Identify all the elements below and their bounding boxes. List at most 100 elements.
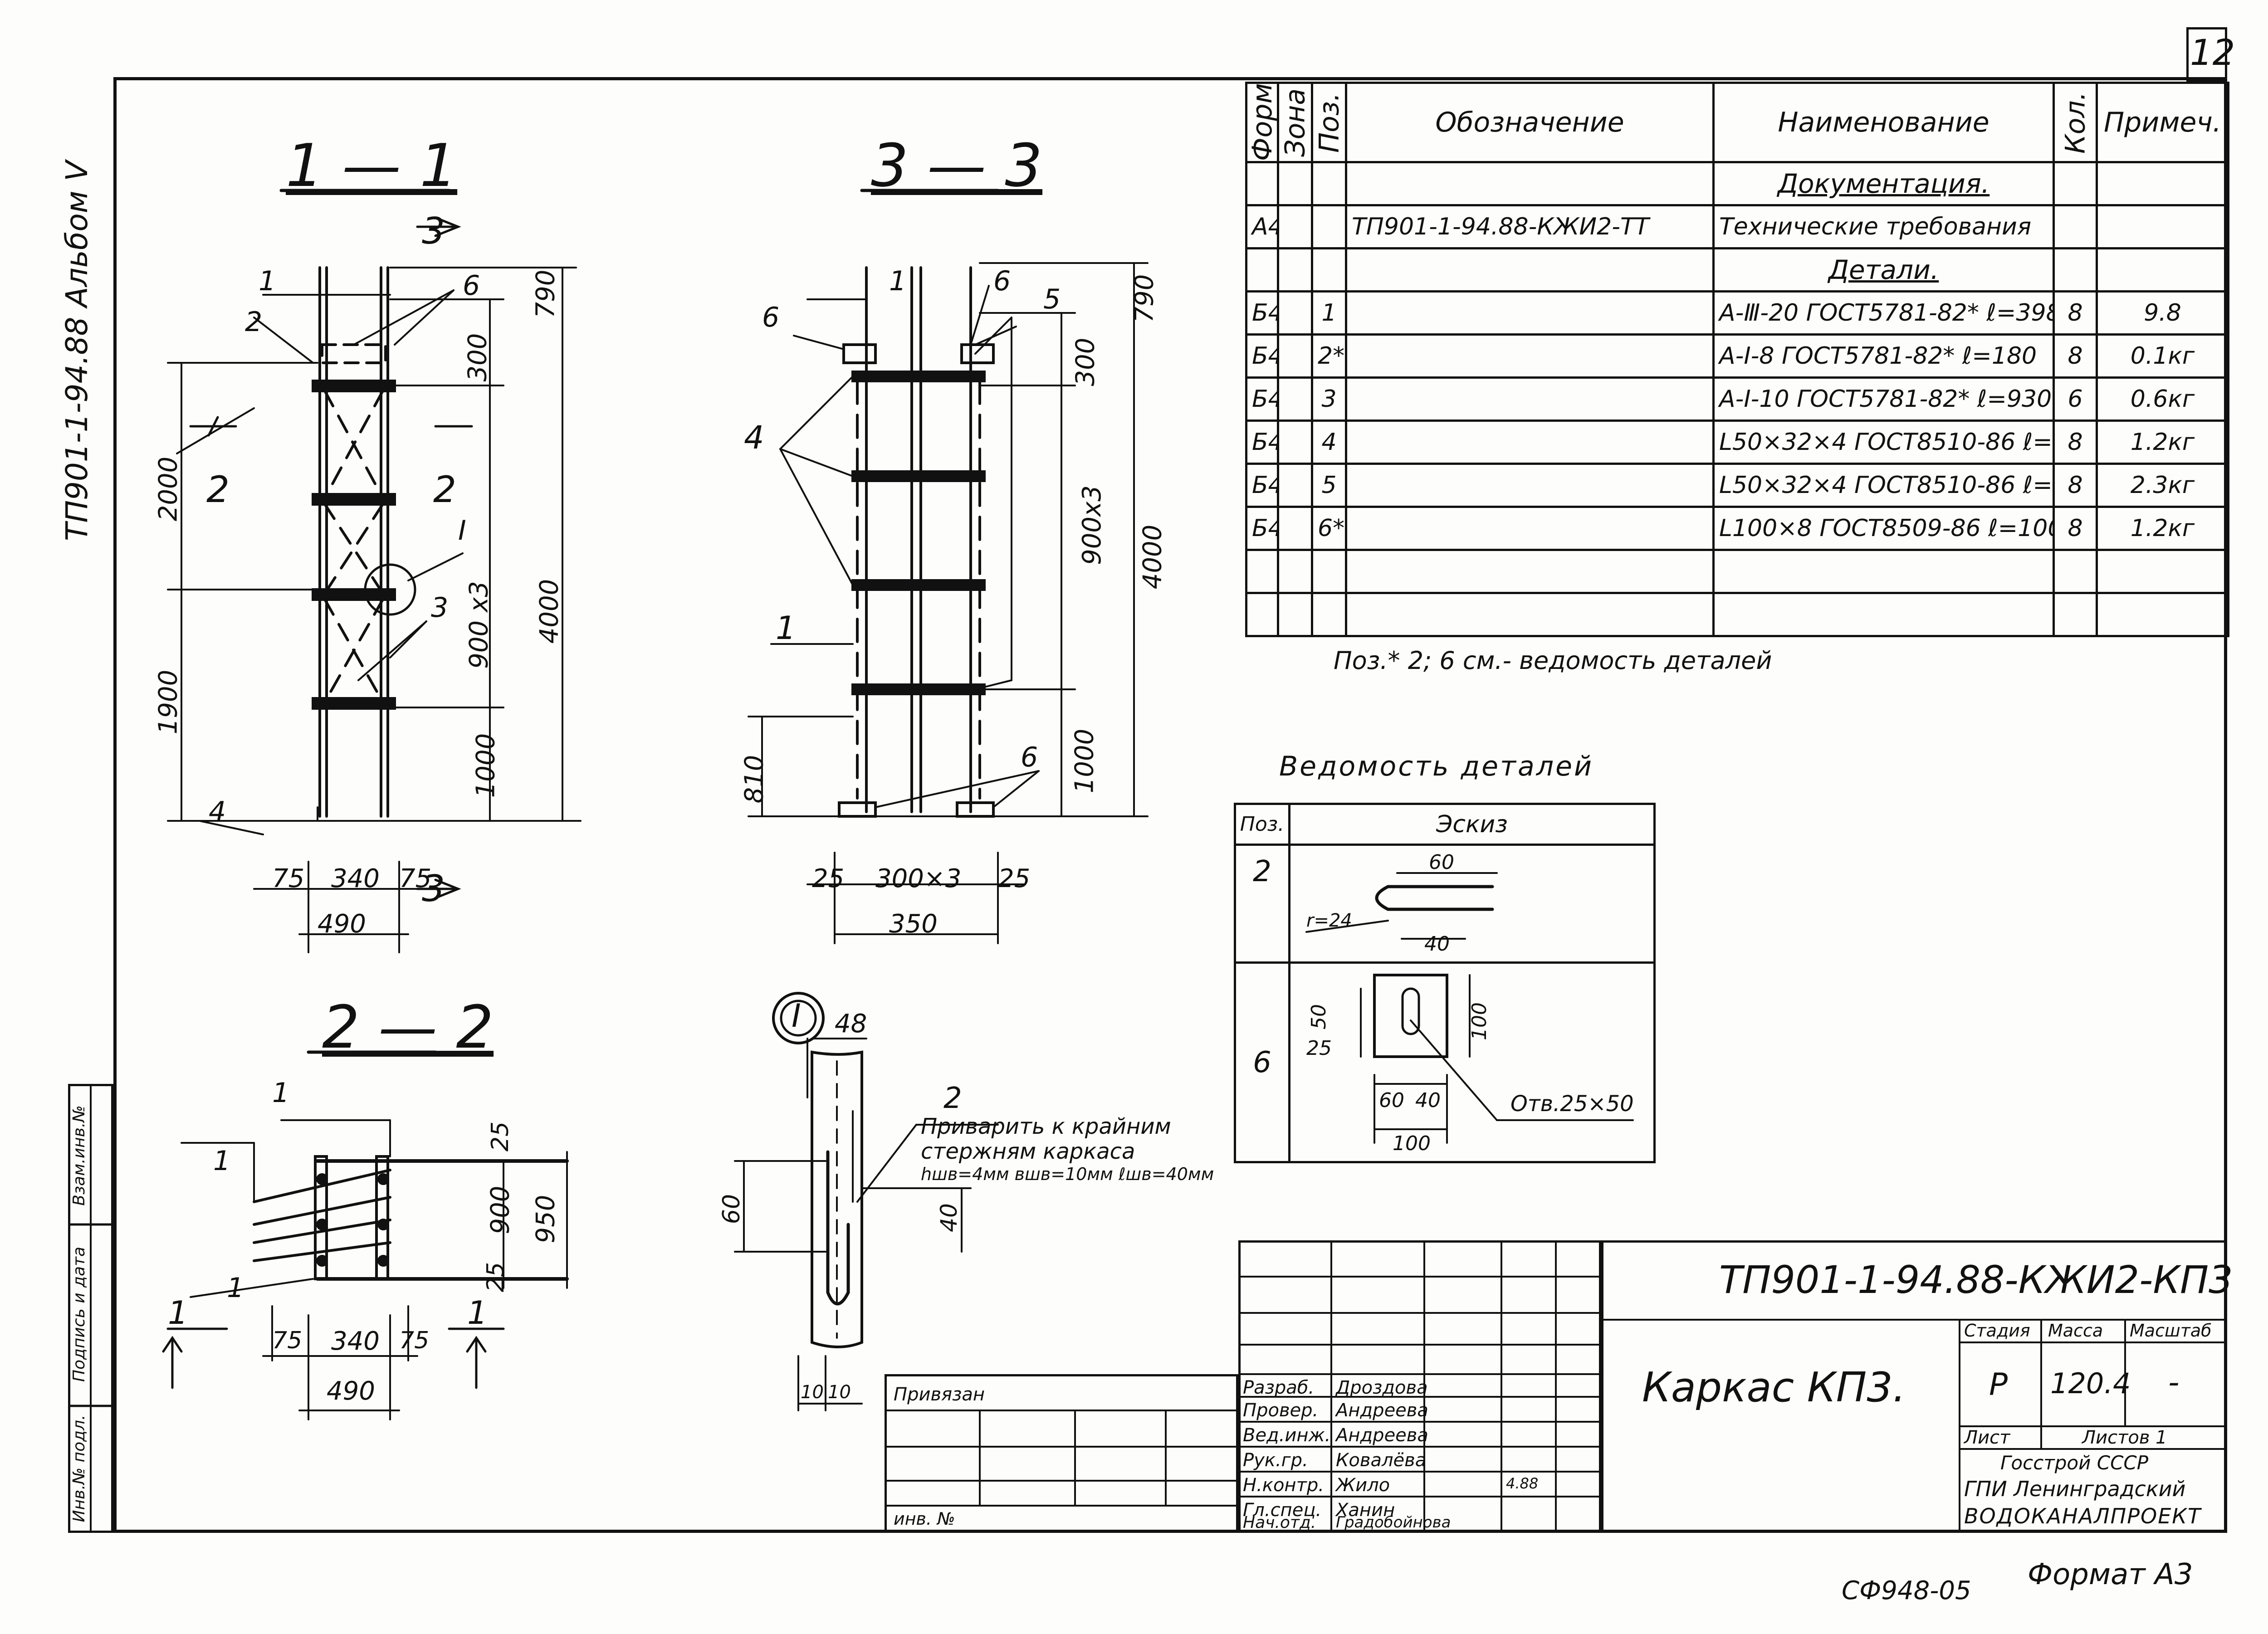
spec-cell-qty: 8 <box>2053 463 2098 508</box>
spec-cell-note: 1.2кг <box>2096 506 2229 551</box>
dim-2000-11: 2000 <box>153 456 183 522</box>
table-row <box>1245 592 2229 637</box>
dim-490-22: 490 <box>327 1376 375 1406</box>
dim-300x3-33: 300×3 <box>875 864 962 893</box>
main-stamp-block <box>1601 1240 2227 1533</box>
spec-cell-qty: 8 <box>2053 506 2098 551</box>
detail6-dim-50: 50 <box>1307 1004 1330 1029</box>
spec-cell-note: 1.2кг <box>2096 419 2229 465</box>
roles-block <box>1238 1240 1601 1533</box>
cut-1-left-22: 1 <box>168 1294 188 1332</box>
dim-25b-22: 25 <box>482 1262 510 1293</box>
spec-header-format: Формат <box>1246 83 1278 162</box>
spec-cell-format: А4 <box>1245 204 1279 249</box>
table-row: Б4 1 А-Ⅲ-20 ГОСТ5781-82* ℓ=3980 8 9.8 <box>1245 290 2229 336</box>
spec-header-name: Наименование <box>1712 82 2055 163</box>
details-row-sketch <box>1288 844 1656 964</box>
detail6-dim-60: 60 <box>1379 1089 1404 1112</box>
scale-value: - <box>2168 1365 2180 1400</box>
weld-note-1: Приварить к крайним <box>921 1114 1171 1139</box>
dim-1000-11: 1000 <box>471 733 501 798</box>
spec-cell-qty: 8 <box>2053 333 2098 379</box>
dim-75b-11: 75 <box>399 864 432 893</box>
org-line-2: ГПИ Ленинградский <box>1964 1477 2186 1501</box>
role-razrab: Разраб. <box>1243 1377 1315 1398</box>
dim-490-11: 490 <box>318 909 366 939</box>
role-nkontr: Н.контр. <box>1243 1475 1324 1496</box>
dim-1900-11: 1900 <box>153 669 183 735</box>
dim-1000-33: 1000 <box>1070 728 1100 794</box>
table-row: Б4 2* А-Ⅰ-8 ГОСТ5781-82* ℓ=180 8 0.1кг <box>1245 333 2229 379</box>
spec-header-row: Формат Зона Поз. Обозначение Наименовани… <box>1246 82 2229 163</box>
name-razrab: Дроздова <box>1336 1377 1428 1398</box>
dim-10a-node: 10 <box>801 1382 824 1403</box>
spec-doc-row: А4 ТП901-1-94.88-КЖИ2-ТТ Технические тре… <box>1245 204 2229 249</box>
detail6-dim-100v: 100 <box>1467 1002 1491 1040</box>
name-vedinzh: Андреева <box>1336 1425 1428 1446</box>
scale-label: Масштаб <box>2130 1321 2212 1341</box>
detail2-dim-60: 60 <box>1429 851 1454 874</box>
role-glspec: Гл.спец. <box>1243 1500 1322 1521</box>
spec-cell-pos: 4 <box>1311 419 1347 465</box>
spec-header-note: Примеч. <box>2096 82 2229 163</box>
date-note: 4.88 <box>1506 1475 1539 1492</box>
dim-75a-11: 75 <box>272 864 305 893</box>
spec-cell-name: А-Ⅰ-10 ГОСТ5781-82* ℓ=930 <box>1712 376 2055 422</box>
spec-cell-name: L50×32×4 ГОСТ8510-86 ℓ=950 <box>1712 463 2055 508</box>
pos-5-33: 5 <box>1043 283 1061 315</box>
pos-2-node: 2 <box>943 1082 962 1115</box>
section-title-3-3: 3 — 3 <box>871 131 1043 200</box>
spec-header-designation: Обозначение <box>1345 82 1715 163</box>
details-row-pos: 2 <box>1234 844 1290 964</box>
dim-790-11: 790 <box>531 269 561 318</box>
details-header-pos: Поз. <box>1234 803 1290 846</box>
pos-6a-33: 6 <box>762 302 780 333</box>
doc-code: ТП901-1-94.88-КЖИ2-КП3 <box>1719 1258 2233 1302</box>
detail6-hole: Отв.25×50 <box>1510 1091 1634 1117</box>
table-row: Б4 4 L50×32×4 ГОСТ8510-86 ℓ=490 8 1.2кг <box>1245 419 2229 465</box>
spec-cell-format: Б4 <box>1245 463 1279 508</box>
title-block: Привязан инв. № Разраб. Дроздова Провер.… <box>885 1240 2233 1533</box>
spec-footnote: Поз.* 2; 6 см.- ведомость деталей <box>1334 646 1772 675</box>
spec-cell-name: L50×32×4 ГОСТ8510-86 ℓ=490 <box>1712 419 2055 465</box>
dim-4000-11: 4000 <box>534 579 564 644</box>
spec-header-pos: Поз. <box>1312 83 1346 162</box>
sheet-number: 12 <box>2190 33 2235 73</box>
dim-75b-22: 75 <box>399 1327 430 1354</box>
spec-section-parts-label: Детали. <box>1712 247 2055 293</box>
sheets-label: Листов 1 <box>2082 1427 2167 1448</box>
specification-table: Формат Зона Поз. Обозначение Наименовани… <box>1245 82 2229 637</box>
spec-cell-pos: 2* <box>1311 333 1347 379</box>
dim-25a-22: 25 <box>487 1121 514 1152</box>
spec-cell-pos: 6* <box>1311 506 1347 551</box>
detail6-dim-25: 25 <box>1306 1037 1332 1060</box>
details-title: Ведомость деталей <box>1279 751 1593 782</box>
spec-section-docs-label: Документация. <box>1712 161 2055 206</box>
detail2-radius: r=24 <box>1306 910 1352 931</box>
pos-1b-33: 1 <box>776 610 796 647</box>
cut-1-right-22: 1 <box>467 1294 488 1332</box>
bottom-code: СФ948-05 <box>1842 1576 1971 1605</box>
spec-header-zone: Зона <box>1278 83 1312 162</box>
dim-790-33: 790 <box>1129 274 1159 323</box>
stage-label: Стадия <box>1964 1321 2030 1341</box>
spec-cell-qty: 8 <box>2053 419 2098 465</box>
pos-6b-33: 6 <box>993 265 1011 297</box>
spec-cell-pos: 3 <box>1311 376 1347 422</box>
pos-2-11: 2 <box>245 306 263 338</box>
role-prover: Провер. <box>1243 1400 1319 1421</box>
spec-cell-name: Технические требования <box>1712 204 2055 249</box>
format-label: Формат А3 <box>2028 1558 2193 1591</box>
pos-6c-33: 6 <box>1021 741 1038 773</box>
detail6-dim-100: 100 <box>1393 1132 1431 1155</box>
spec-header-qty: Кол. <box>2053 83 2097 162</box>
name-glspec: Ханин <box>1336 1500 1395 1521</box>
pos-1a-22: 1 <box>272 1077 290 1109</box>
mass-label: Масса <box>2048 1321 2103 1341</box>
role-vedinzh: Вед.инж. <box>1243 1425 1331 1446</box>
dim-300-11: 300 <box>463 333 493 382</box>
detail6-dim-40: 40 <box>1415 1089 1441 1112</box>
spec-cell-qty: 6 <box>2053 376 2098 422</box>
weld-note-3: hшв=4мм вшв=10мм ℓшв=40мм <box>921 1164 1214 1184</box>
privyazan-grid <box>885 1410 1238 1507</box>
